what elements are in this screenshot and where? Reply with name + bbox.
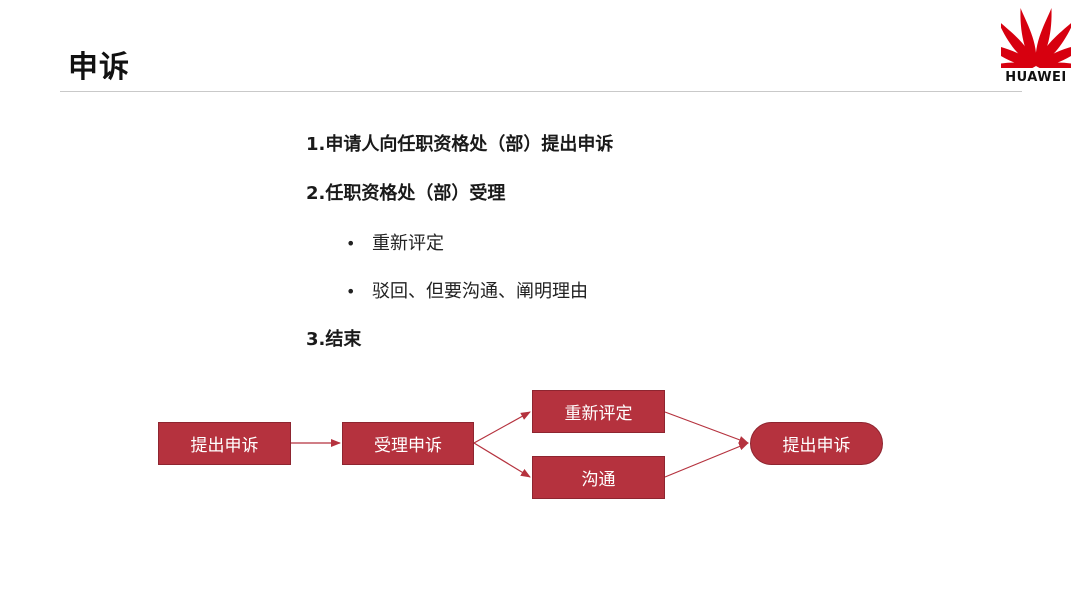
bullet-dot-icon: • (346, 234, 356, 253)
flow-node-accept-appeal: 受理申诉 (342, 422, 474, 465)
arrow-communicate-to-end (664, 442, 749, 478)
bullet-text: 驳回、但要沟通、阐明理由 (372, 281, 588, 302)
flow-node-communicate: 沟通 (532, 456, 665, 499)
flow-node-submit-appeal: 提出申诉 (158, 422, 291, 465)
bullet-text: 重新评定 (372, 233, 444, 254)
title-divider (60, 91, 1022, 92)
step-3-heading: 3.结束 (306, 329, 362, 350)
bullet-item: • 重新评定 (346, 231, 444, 257)
page-title: 申诉 (68, 50, 130, 85)
huawei-logo: HUAWEI (996, 4, 1076, 90)
step-2-heading: 2.任职资格处（部）受理 (306, 183, 506, 204)
step-1-heading: 1.申请人向任职资格处（部）提出申诉 (306, 134, 614, 155)
bullet-item: • 驳回、但要沟通、阐明理由 (346, 279, 588, 305)
huawei-wordmark: HUAWEI (1005, 70, 1067, 85)
arrow-accept-to-communicate (473, 442, 531, 478)
arrow-reevaluate-to-end (664, 411, 749, 444)
flow-node-reevaluate: 重新评定 (532, 390, 665, 433)
bullet-dot-icon: • (346, 282, 356, 301)
huawei-flower-icon (1001, 7, 1071, 68)
flow-node-end: 提出申诉 (750, 422, 883, 465)
arrow-accept-to-reevaluate (473, 411, 531, 444)
